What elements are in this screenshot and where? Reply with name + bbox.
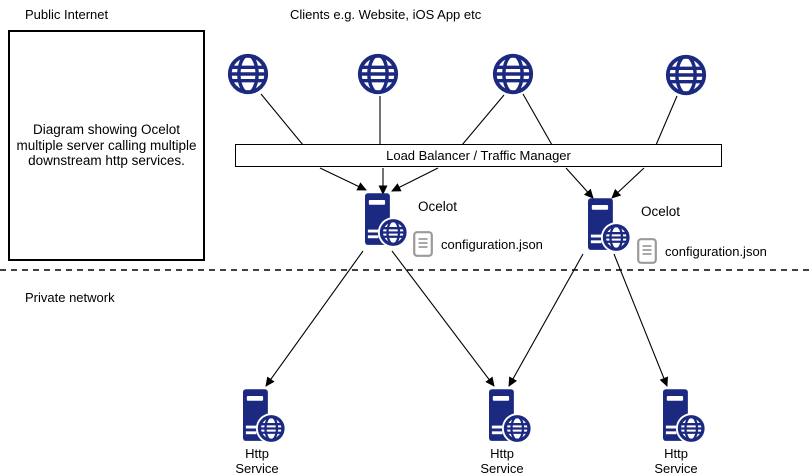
public-internet-label: Public Internet	[25, 7, 109, 22]
configuration-document-icon-2	[637, 238, 657, 264]
http-service-server-globe-icon-1	[243, 388, 287, 446]
ocelot-label-2: Ocelot	[641, 204, 681, 219]
http-service-label-3: Http Service	[654, 446, 698, 474]
load-balancer-label: Load Balancer / Traffic Manager	[386, 148, 571, 163]
private-network-label: Private network	[25, 290, 115, 305]
description-box: Diagram showing Ocelot multiple server c…	[8, 30, 205, 261]
load-balancer-box: Load Balancer / Traffic Manager	[235, 144, 722, 167]
client-globe-icon-3	[490, 51, 536, 97]
ocelot-label-1: Ocelot	[418, 199, 458, 214]
http-service-label-1: Http Service	[235, 446, 279, 474]
client-globe-icon-4	[663, 52, 709, 98]
ocelot-server-globe-icon-2	[588, 197, 632, 255]
configuration-file-label-1: configuration.json	[441, 237, 543, 252]
clients-title: Clients e.g. Website, iOS App etc	[290, 7, 482, 22]
description-text: Diagram showing Ocelot multiple server c…	[16, 121, 197, 169]
configuration-file-label-2: configuration.json	[665, 244, 767, 259]
http-service-label-2: Http Service	[480, 446, 524, 474]
http-service-server-globe-icon-3	[663, 388, 707, 446]
http-service-server-globe-icon-2	[489, 388, 533, 446]
configuration-document-icon-1	[413, 231, 433, 257]
client-globe-icon-2	[355, 51, 401, 97]
ocelot-server-globe-icon-1	[365, 192, 409, 250]
client-globe-icon-1	[225, 51, 271, 97]
